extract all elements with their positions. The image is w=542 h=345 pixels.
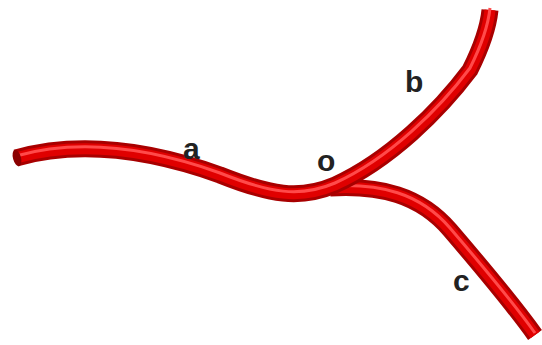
branch-ab-body: [16, 10, 490, 194]
branch-ab-edge: [16, 10, 490, 194]
part-label: a: [183, 134, 200, 164]
branch-c-highlight: [330, 185, 535, 333]
vessel-tube: [11, 8, 535, 335]
part-label: o: [317, 146, 335, 176]
vessel-open-end: [11, 149, 23, 167]
branch-ab-highlight: [16, 8, 490, 192]
part-label: b: [405, 67, 423, 97]
part-label: c: [453, 266, 470, 296]
